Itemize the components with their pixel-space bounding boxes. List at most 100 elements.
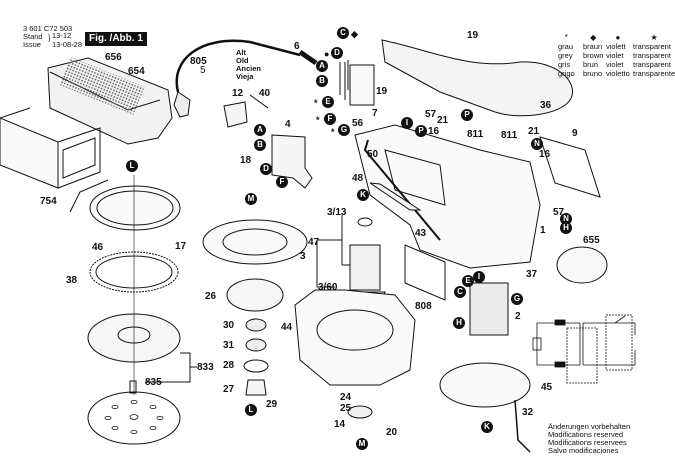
legend-text: brown	[583, 51, 604, 60]
shroud-47-drawing	[202, 219, 308, 265]
part-label: 654	[128, 66, 145, 77]
dust-box-drawing	[47, 56, 173, 145]
old-label-en: Old	[236, 56, 249, 65]
asterisk-icon: *	[331, 127, 335, 137]
part-label: 27	[223, 384, 235, 395]
part-label: 12	[232, 88, 244, 99]
part-label: 19	[376, 86, 388, 97]
connector-badge-k: K	[357, 189, 369, 201]
part-label: 45	[541, 382, 553, 393]
part-label: 50	[367, 149, 379, 160]
note-line: Modifications reserved	[548, 430, 624, 439]
connector-badge-l: M	[356, 438, 368, 450]
part-label: 16	[428, 126, 440, 137]
part-label: 16	[539, 149, 551, 160]
legend-text: transparent	[633, 60, 671, 69]
connector-badge-a: A	[254, 124, 266, 136]
part-label: 21	[528, 126, 540, 137]
connector-badge-e: E	[322, 96, 334, 108]
old-label-es: Vieja	[236, 72, 254, 81]
part-label: 57	[425, 109, 437, 120]
asterisk-icon: *	[316, 115, 320, 125]
legend-text: violetto	[606, 69, 630, 78]
part-label: 808	[415, 301, 432, 312]
connector-badge-c: C	[337, 27, 349, 39]
base-plate-45-drawing	[439, 362, 531, 408]
connector-badge-a: A	[316, 60, 328, 72]
part-label: 46	[92, 242, 104, 253]
connector-badge-d: D	[260, 163, 272, 175]
part-label: 24	[340, 392, 352, 403]
note-line: Modifications reservees	[548, 438, 627, 447]
legend-text: transparent	[633, 51, 671, 60]
part-label: 5	[200, 65, 206, 76]
armature-drawing	[349, 244, 381, 291]
diamond-icon: ◆	[590, 33, 597, 42]
brace-icon: }	[48, 33, 51, 42]
part-label: 14	[334, 419, 346, 430]
issue-label: Issue	[23, 40, 41, 49]
note-line: Änderungen vorbehalten	[548, 422, 631, 431]
cover-drawing	[381, 39, 573, 117]
legend-column-transparent: ★ transparent transparent transparent tr…	[633, 34, 675, 79]
carton-drawing	[0, 107, 101, 189]
legend-column-grey: * grau grey gris grigo	[558, 33, 575, 79]
dot-icon: ●	[324, 49, 330, 59]
part-label: 3/13	[327, 207, 347, 218]
wiring-diagram	[532, 314, 636, 384]
shroud-46-drawing	[89, 185, 181, 231]
part-label: 57	[553, 207, 565, 218]
connector-badge-p: P	[415, 125, 427, 137]
part-label: 3/60	[318, 282, 338, 293]
part-label: 43	[415, 228, 427, 239]
connector-badge-n: N	[531, 138, 543, 150]
part-label: 835	[145, 377, 162, 388]
connector-badge-m: L	[245, 404, 257, 416]
part-label: 833	[197, 362, 214, 373]
part-label: 7	[372, 108, 378, 119]
connector-badge-k: K	[481, 421, 493, 433]
part-label: 37	[526, 269, 538, 280]
connector-badge-h: H	[560, 222, 572, 234]
connector-badge-f: F	[276, 176, 288, 188]
part-label: 17	[175, 241, 187, 252]
part-label: 9	[572, 128, 578, 139]
housing-drawing	[354, 124, 541, 269]
connector-badge-l: M	[245, 193, 257, 205]
part-label: 656	[105, 52, 122, 63]
connector-badge-f: F	[324, 113, 336, 125]
fan-drawing	[226, 278, 284, 312]
part-label: 28	[223, 360, 235, 371]
connector-badge-e: E	[462, 275, 474, 287]
asterisk-icon: *	[314, 98, 318, 108]
legend-text: grey	[558, 51, 573, 60]
legend-text: braun	[583, 42, 603, 51]
part-label: 20	[386, 427, 398, 438]
part-label: 18	[240, 155, 252, 166]
part-label: 805	[190, 56, 207, 67]
doc-number: 3 601 C72 503	[23, 24, 73, 33]
part-label: 56	[352, 118, 364, 129]
stand-label: Stand	[23, 32, 43, 41]
part-label: 29	[266, 399, 278, 410]
power-cord-drawing	[175, 39, 301, 93]
part-label: 811	[501, 130, 518, 141]
part-label: 30	[223, 320, 235, 331]
legend-text: bruno	[583, 69, 603, 78]
part-label: 21	[437, 115, 449, 126]
legend-text: transparent	[633, 42, 671, 51]
part-label: 38	[66, 275, 78, 286]
part-label: 31	[223, 340, 235, 351]
figure-title: Fig. /Abb. 1	[85, 32, 147, 46]
part-label: 1	[540, 225, 546, 236]
asterisk-icon: *	[564, 33, 568, 42]
part-label: 40	[259, 88, 271, 99]
legend-text: brun	[583, 60, 599, 69]
connector-badge-p: P	[461, 109, 473, 121]
diamond-icon: ◆	[351, 29, 358, 39]
legend-column-violet: ● violett violet violet violetto	[606, 34, 630, 79]
part-label: 4	[285, 119, 291, 130]
part-label: 32	[522, 407, 534, 418]
